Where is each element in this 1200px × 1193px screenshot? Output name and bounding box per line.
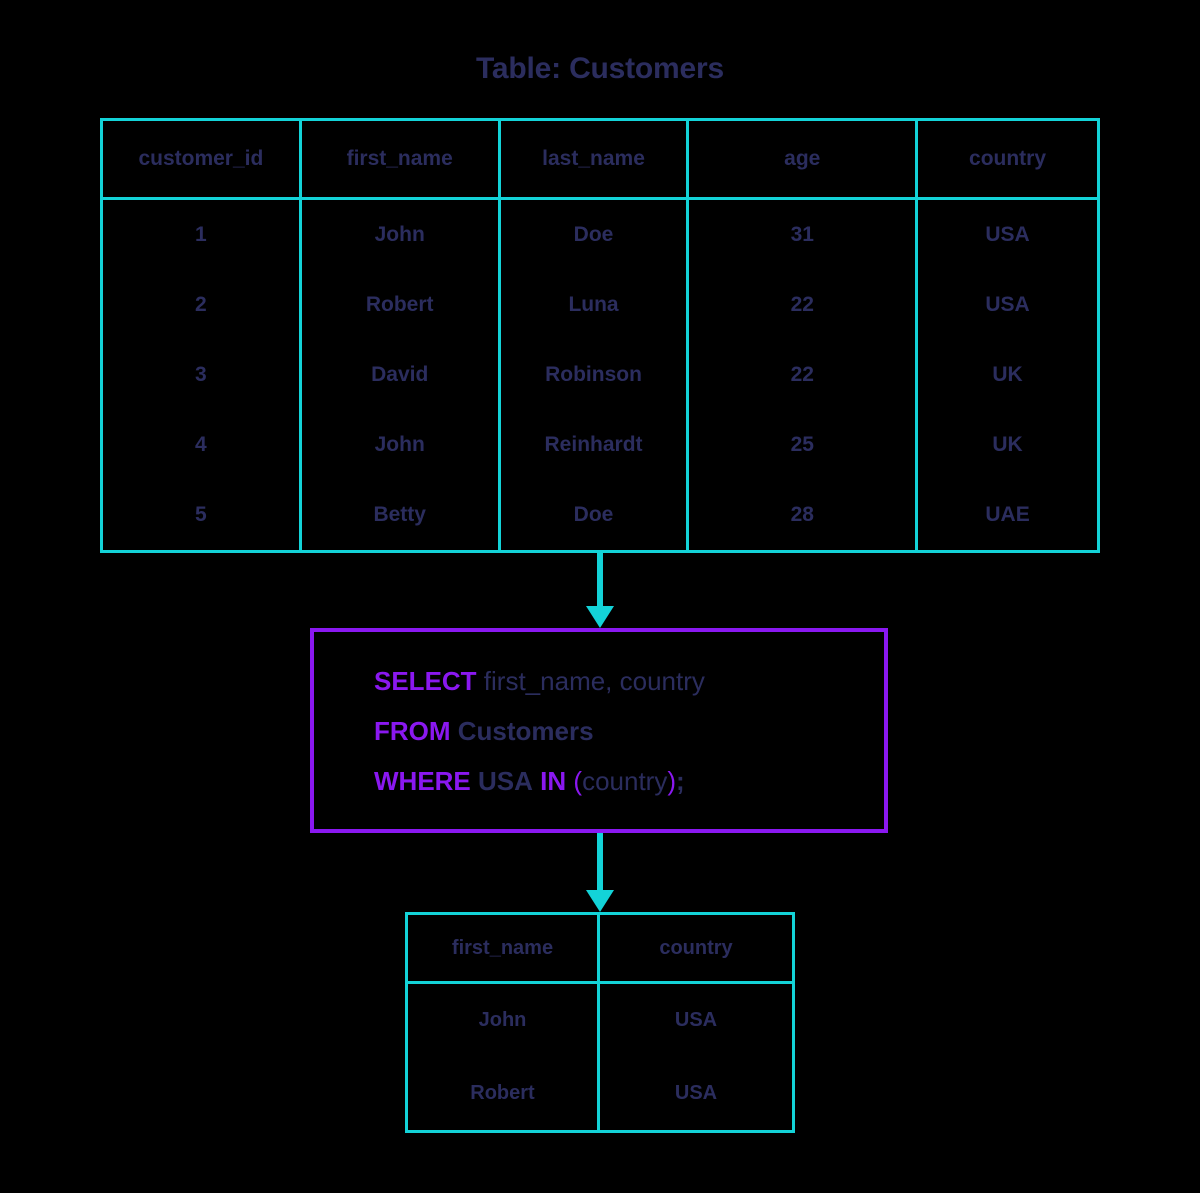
sql-close-paren: ) (667, 765, 676, 796)
column-country: country (918, 121, 1097, 197)
sql-line-where: WHERE USA IN (country); (374, 756, 884, 806)
table-cell: UK (992, 363, 1023, 386)
column-customer-id: customer_id (103, 121, 302, 197)
table-cell: Robert (365, 293, 434, 316)
column-header: customer_id (138, 147, 264, 170)
sql-line-from: FROM Customers (374, 706, 884, 756)
sql-where-identifier: country (582, 765, 668, 796)
table-cell: 1 (195, 223, 207, 246)
sql-keyword-select: SELECT (374, 665, 477, 696)
sql-from-table: Customers (450, 715, 594, 746)
table-cell: USA (674, 1009, 718, 1031)
arrow-shaft (597, 553, 603, 606)
table-cell: Doe (573, 223, 614, 246)
column-first-name-cells: John Robert David John Betty (302, 200, 501, 550)
column-header: age (784, 147, 821, 170)
column-last-name-cells: Doe Luna Robinson Reinhardt Doe (501, 200, 690, 550)
sql-keyword-where: WHERE (374, 765, 471, 796)
table-cell: Robert (470, 1082, 535, 1104)
arrow-down-icon (585, 833, 615, 912)
column-header: first_name (451, 936, 554, 959)
table-cell: UK (992, 433, 1023, 456)
column-header: country (969, 147, 1047, 170)
page-title: Table: Customers (476, 52, 724, 85)
table-cell: USA (985, 293, 1030, 316)
arrow-shaft (597, 833, 603, 890)
result-column-first-name-cells: John Robert (408, 984, 600, 1130)
table-cell: 28 (790, 503, 814, 526)
result-column-first-name: first_name (408, 915, 600, 981)
arrow-head (586, 606, 614, 628)
table-cell: 5 (195, 503, 207, 526)
source-table: customer_id first_name last_name age cou… (100, 118, 1100, 553)
column-header: country (659, 936, 733, 959)
sql-line-select: SELECT first_name, country (374, 656, 884, 706)
table-cell: John (374, 223, 425, 246)
table-cell: USA (674, 1082, 718, 1104)
table-cell: 22 (790, 363, 814, 386)
result-column-country-cells: USA USA (600, 984, 792, 1130)
sql-open-paren: ( (573, 765, 583, 796)
sql-semicolon: ; (676, 765, 685, 796)
column-country-cells: USA USA UK UK UAE (918, 200, 1097, 550)
table-cell: John (374, 433, 425, 456)
column-age-cells: 31 22 22 25 28 (689, 200, 919, 550)
table-cell: 31 (790, 223, 814, 246)
source-table-body: 1 2 3 4 5 John Robert David John Betty D… (103, 200, 1097, 550)
table-cell: Luna (568, 293, 619, 316)
table-cell: Reinhardt (544, 433, 643, 456)
column-customer-id-cells: 1 2 3 4 5 (103, 200, 302, 550)
table-cell: UAE (985, 503, 1030, 526)
sql-space-1 (471, 766, 478, 796)
sql-keyword-in: IN (540, 765, 567, 796)
table-cell: Robinson (545, 363, 642, 386)
result-table: first_name country John Robert USA USA (405, 912, 795, 1133)
table-cell: 2 (195, 293, 207, 316)
table-cell: 3 (195, 363, 207, 386)
result-table-body: John Robert USA USA (408, 984, 792, 1130)
table-cell: 25 (790, 433, 814, 456)
sql-keyword-from: FROM (374, 715, 451, 746)
table-cell: John (478, 1009, 527, 1031)
table-cell: 4 (195, 433, 207, 456)
arrow-head (586, 890, 614, 912)
table-cell: Betty (373, 503, 426, 526)
column-age: age (689, 121, 919, 197)
table-cell: Doe (573, 503, 614, 526)
sql-query-box: SELECT first_name, country FROM Customer… (310, 628, 888, 833)
column-first-name: first_name (302, 121, 501, 197)
column-header: last_name (542, 147, 645, 170)
result-table-header-row: first_name country (408, 915, 792, 984)
table-cell: 22 (790, 293, 814, 316)
sql-where-value: USA (478, 765, 533, 796)
arrow-down-icon (585, 553, 615, 628)
column-header: first_name (346, 147, 453, 170)
source-table-header-row: customer_id first_name last_name age cou… (103, 121, 1097, 200)
column-last-name: last_name (501, 121, 690, 197)
table-cell: USA (985, 223, 1030, 246)
sql-select-columns: first_name, country (476, 665, 705, 696)
table-cell: David (371, 363, 429, 386)
result-column-country: country (600, 915, 792, 981)
